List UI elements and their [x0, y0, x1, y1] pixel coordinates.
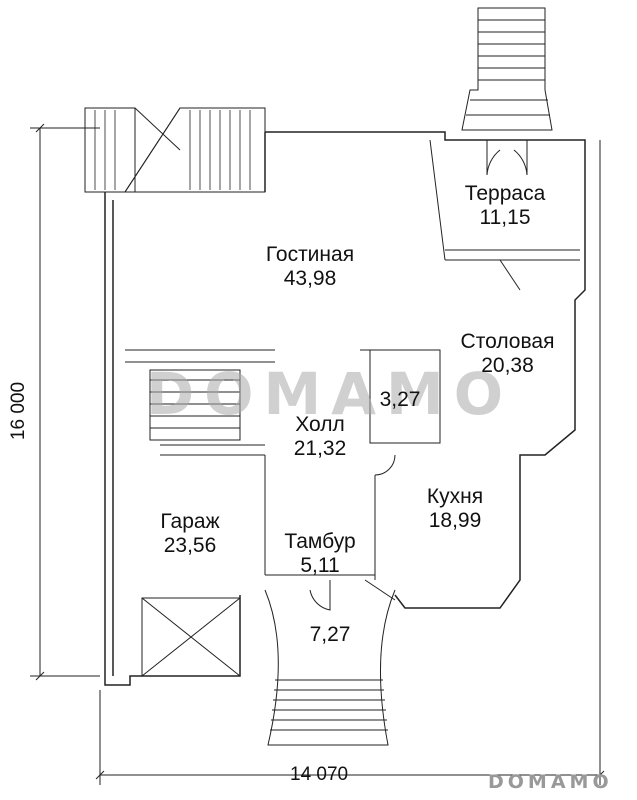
room-label-porch: 7,27 [285, 623, 375, 647]
roof-top-left [84, 107, 266, 193]
room-area: 21,32 [293, 437, 347, 460]
room-label-bathroom: 3,27 [365, 388, 435, 412]
interior-walls [125, 139, 580, 601]
room-name: Гостиная [265, 243, 355, 266]
dimension-height: 16 000 [8, 381, 30, 441]
room-name: Кухня [426, 485, 484, 508]
room-area: 5,11 [300, 554, 340, 577]
room-label-hall: Холл 21,32 [255, 413, 385, 461]
room-area: 20,38 [481, 354, 534, 377]
entrance-stairs [264, 589, 396, 746]
dimension-lines [30, 123, 605, 785]
room-label-kitchen: Кухня 18,99 [395, 485, 515, 533]
room-area: 23,56 [163, 534, 217, 557]
room-name: Столовая [460, 330, 555, 353]
garage-door [141, 597, 241, 677]
room-label-garage: Гараж 23,56 [130, 510, 250, 558]
doors [309, 140, 528, 611]
room-label-living-room: Гостиная 43,98 [245, 243, 375, 291]
logo-text: DOMAMO [488, 771, 613, 793]
room-name: Терраса [464, 182, 546, 205]
dimension-width: 14 070 [290, 764, 349, 785]
room-label-vestibule: Тамбур 5,11 [265, 530, 375, 578]
room-name: Тамбур [284, 530, 356, 553]
room-label-terrace: Терраса 11,15 [440, 182, 570, 230]
room-area: 3,27 [379, 388, 421, 411]
room-name: Холл [295, 413, 345, 436]
room-area: 7,27 [309, 623, 351, 646]
room-label-dining-room: Столовая 20,38 [440, 330, 575, 378]
interior-staircase [149, 369, 241, 441]
room-area: 11,15 [479, 206, 531, 229]
room-area: 43,98 [283, 267, 337, 290]
terrace-stairs [461, 7, 553, 131]
room-name: Гараж [160, 510, 220, 533]
room-area: 18,99 [428, 509, 482, 532]
watermark-text: DOMAMO [146, 360, 514, 428]
